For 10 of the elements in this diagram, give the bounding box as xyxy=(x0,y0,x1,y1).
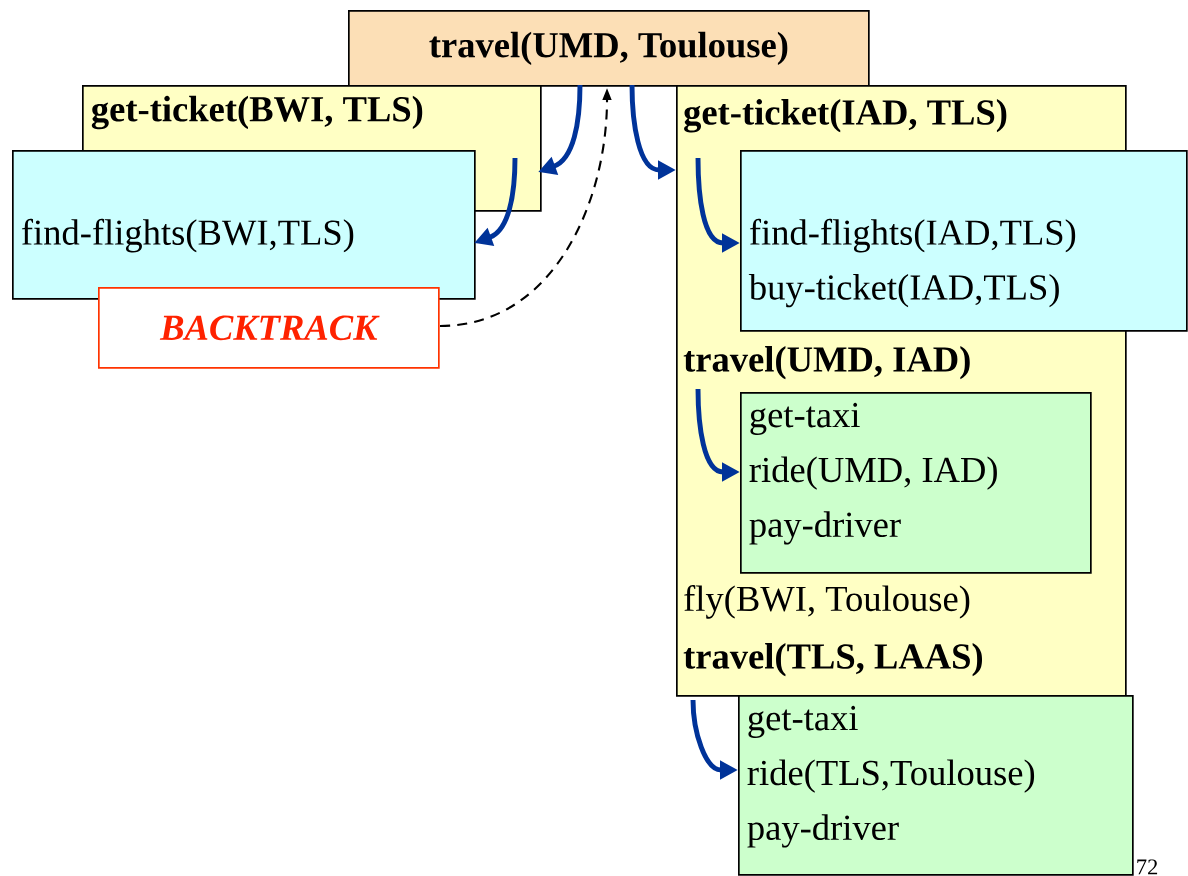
task-box: travel(UMD, Toulouse) xyxy=(348,10,870,87)
task-heading: travel(UMD, IAD) xyxy=(683,346,970,380)
action-box: find-flights(BWI,TLS) xyxy=(12,150,476,300)
action-box: find-flights(IAD,TLS) buy-ticket(IAD,TLS) xyxy=(740,150,1188,332)
task-heading: get-ticket(IAD, TLS) xyxy=(684,99,1007,133)
task-heading: travel(TLS, LAAS) xyxy=(683,643,982,677)
action-box: get-taxi ride(TLS,Toulouse) pay-driver xyxy=(738,695,1134,876)
action-box: get-taxi ride(UMD, IAD) pay-driver xyxy=(740,392,1092,574)
action-text: fly(BWI, Toulouse) xyxy=(684,585,970,619)
backtrack-box: BACKTRACK xyxy=(98,287,440,369)
